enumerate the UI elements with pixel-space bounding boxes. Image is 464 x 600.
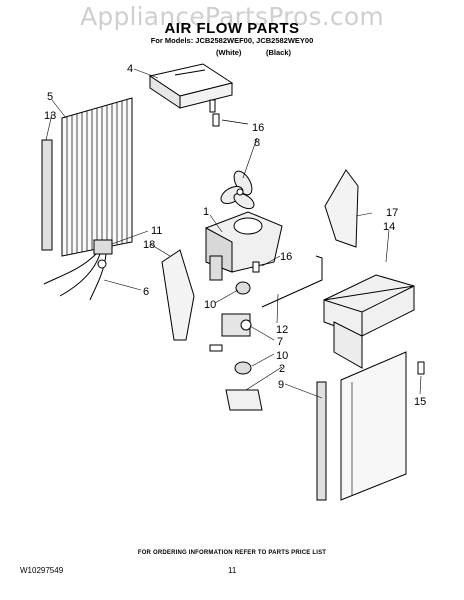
part-grommet-lower: [234, 361, 252, 375]
part-motor-bracket: [225, 389, 263, 411]
part-screw-right: [417, 361, 425, 375]
part-vertical-duct: [340, 351, 407, 501]
part-foam-strip-left: [41, 139, 53, 251]
callout-13: 13: [44, 110, 56, 122]
callout-1: 1: [203, 206, 209, 218]
part-screw-top: [212, 113, 249, 127]
watermark: AppliancePartsPros.com: [80, 2, 384, 31]
part-fan-housing: [205, 211, 283, 281]
part-top-cover: [148, 63, 234, 113]
part-left-baffle: [161, 249, 195, 341]
callout-16-mid: 16: [280, 251, 292, 263]
part-right-baffle: [324, 169, 359, 248]
ordering-note: FOR ORDERING INFORMATION REFER TO PARTS …: [137, 550, 327, 556]
callout-4: 4: [127, 63, 133, 75]
callout-11: 11: [151, 225, 162, 237]
part-grommet-upper: [235, 281, 251, 295]
model-list: For Models: JCB2582WEF00, JCB2582WEY00: [150, 36, 314, 45]
part-wire-harness: [43, 239, 113, 301]
callout-12: 12: [276, 324, 288, 336]
callout-17: 17: [386, 207, 398, 219]
callout-9: 9: [278, 379, 284, 391]
callout-16: 16: [252, 122, 264, 134]
page-number: 11: [228, 566, 237, 575]
callout-6: 6: [143, 286, 149, 298]
part-fan-motor: [209, 313, 252, 352]
callout-15: 15: [414, 396, 426, 408]
document-id: W10297549: [20, 566, 64, 575]
color-black-label: (Black): [266, 48, 292, 57]
part-rear-duct-panel: [323, 274, 415, 369]
callout-5: 5: [47, 91, 53, 103]
part-evaporator-grille: [61, 97, 133, 257]
part-foam-strip-right: [316, 381, 327, 501]
part-screw-mid: [252, 261, 260, 273]
part-fan-blade: [220, 170, 255, 210]
callout-7: 7: [277, 336, 283, 348]
part-wire-retainer: [261, 255, 323, 308]
callout-labels: 4 5 13 16 8 1 17 14 11 18 16 6 10 12 7 1…: [44, 63, 426, 408]
color-white-label: (White): [216, 48, 242, 57]
page-title: AIR FLOW PARTS: [164, 20, 300, 37]
callout-10-lower: 10: [276, 350, 288, 362]
callout-2: 2: [279, 363, 285, 375]
callout-14: 14: [383, 221, 395, 233]
callout-18: 18: [143, 239, 155, 251]
callout-8: 8: [254, 137, 260, 149]
callout-10: 10: [204, 299, 216, 311]
